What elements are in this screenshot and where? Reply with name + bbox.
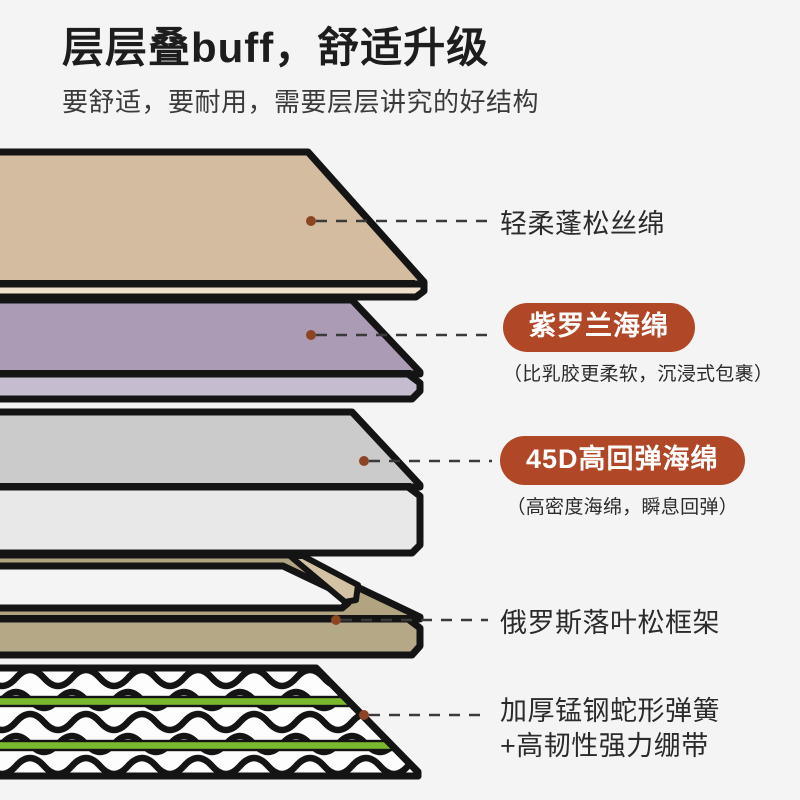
leader-lines bbox=[306, 216, 492, 720]
leader-dot-silk bbox=[306, 216, 316, 226]
callout-45d-foam-sub: （高密度海绵，瞬息回弹） bbox=[506, 497, 739, 519]
page-title: 层层叠buff，舒适升级 bbox=[62, 24, 490, 71]
layer-wood-frame bbox=[0, 551, 424, 659]
callout-45d-foam: 45D高回弹海绵 （高密度海绵，瞬息回弹） bbox=[500, 436, 745, 519]
layer-45d-foam bbox=[0, 408, 424, 557]
leader-dot-violet bbox=[306, 330, 316, 340]
header: 层层叠buff，舒适升级 要舒适，要耐用，需要层层讲究的好结构 bbox=[0, 0, 800, 140]
layer-violet-sponge bbox=[0, 296, 424, 403]
leader-dot-foam45d bbox=[359, 456, 369, 466]
callout-springs: 加厚锰钢蛇形弹簧 +高韧性强力绷带 bbox=[500, 694, 720, 763]
leader-dot-spring bbox=[359, 710, 369, 720]
callout-wood-frame: 俄罗斯落叶松框架 bbox=[500, 608, 720, 638]
callout-springs-line1: 加厚锰钢蛇形弹簧 bbox=[500, 696, 720, 726]
layer-serpentine-springs bbox=[0, 664, 422, 780]
callout-springs-line2: +高韧性强力绷带 bbox=[500, 730, 709, 761]
callout-silk: 轻柔蓬松丝绵 bbox=[500, 209, 665, 239]
leader-dot-frame bbox=[331, 615, 341, 625]
callout-violet-sponge-sub: （比乳胶更柔软，沉浸式包裹） bbox=[503, 364, 774, 386]
badge-45d-foam: 45D高回弹海绵 bbox=[500, 436, 745, 486]
webbing-straps bbox=[0, 695, 420, 752]
callout-violet-sponge: 紫罗兰海绵 （比乳胶更柔软，沉浸式包裹） bbox=[503, 303, 773, 386]
page-subtitle: 要舒适，要耐用，需要层层讲究的好结构 bbox=[62, 87, 540, 117]
layer-silk bbox=[0, 148, 428, 301]
badge-violet-sponge: 紫罗兰海绵 bbox=[503, 303, 695, 353]
